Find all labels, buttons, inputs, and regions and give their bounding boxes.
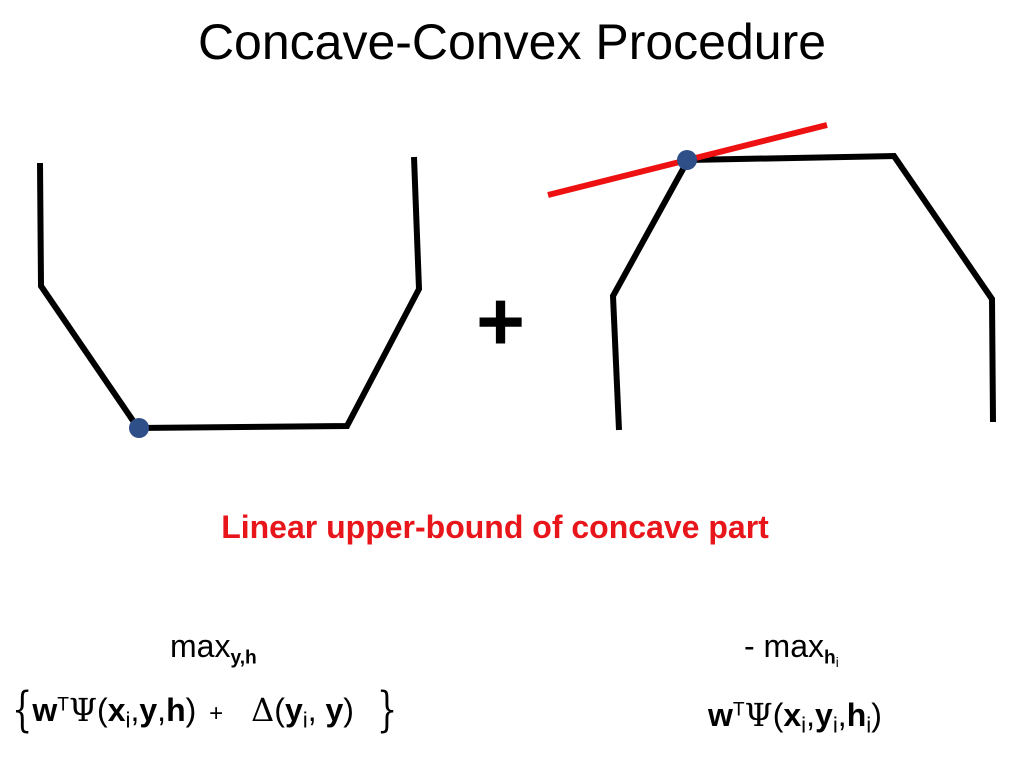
left-comma-2: , <box>157 692 167 728</box>
left-delta-close-paren: ) <box>343 692 354 728</box>
left-plus: + <box>209 700 224 727</box>
right-close-paren: ) <box>871 697 882 733</box>
right-transpose: T <box>732 699 745 721</box>
left-max-subscript: y,h <box>230 647 257 669</box>
left-transpose: T <box>57 694 69 716</box>
right-x: x <box>783 697 802 733</box>
left-delta-y: y <box>325 692 344 728</box>
right-formula-expression: wTΨ(xi,yi,hi) <box>708 699 882 737</box>
left-y: y <box>139 692 158 728</box>
right-open-paren: ( <box>772 697 784 733</box>
convex-minimum-point <box>129 418 149 438</box>
right-y: y <box>815 697 833 733</box>
left-delta-open-paren: ( <box>274 692 285 728</box>
left-close-paren: ) <box>185 692 197 728</box>
left-delta-comma: , <box>307 692 317 728</box>
left-delta-yi-index: i <box>302 707 308 733</box>
left-max-operator: maxy,h <box>170 630 257 668</box>
left-delta-yi: y <box>284 692 303 728</box>
concave-curve <box>609 152 996 431</box>
right-max-operator: - maxhi <box>744 630 839 670</box>
right-h: h <box>846 697 867 733</box>
concave-tangent-point <box>677 150 697 170</box>
left-max-text: max <box>170 628 231 664</box>
right-y-index: i <box>832 712 838 738</box>
left-x: x <box>107 692 126 728</box>
slide-title: Concave-Convex Procedure <box>197 14 827 70</box>
right-psi: Ψ <box>744 696 773 734</box>
right-w: w <box>708 697 733 733</box>
left-h: h <box>166 692 186 728</box>
left-x-index: i <box>125 707 131 733</box>
left-delta: Δ <box>251 691 275 729</box>
right-minus-max: - max <box>744 628 824 664</box>
convex-curve <box>37 156 423 432</box>
right-max-subscript-h: h <box>824 647 836 669</box>
right-h-index: i <box>866 712 872 738</box>
right-x-index: i <box>801 712 807 738</box>
left-close-brace: } <box>376 680 398 738</box>
right-comma-1: , <box>806 697 816 733</box>
left-open-paren: ( <box>97 692 108 728</box>
left-comma-1: , <box>130 692 140 728</box>
left-formula-expression: {wTΨ(xi,y,h) +Δ(yi, y) } <box>12 685 397 733</box>
left-open-brace: { <box>12 680 33 738</box>
left-w: w <box>32 692 58 728</box>
right-max-subscript-i: i <box>835 655 839 671</box>
plus-sign: + <box>476 274 526 368</box>
caption-linear-upper-bound: Linear upper-bound of concave part <box>221 509 769 545</box>
right-comma-2: , <box>837 697 847 733</box>
left-psi: Ψ <box>68 691 98 729</box>
